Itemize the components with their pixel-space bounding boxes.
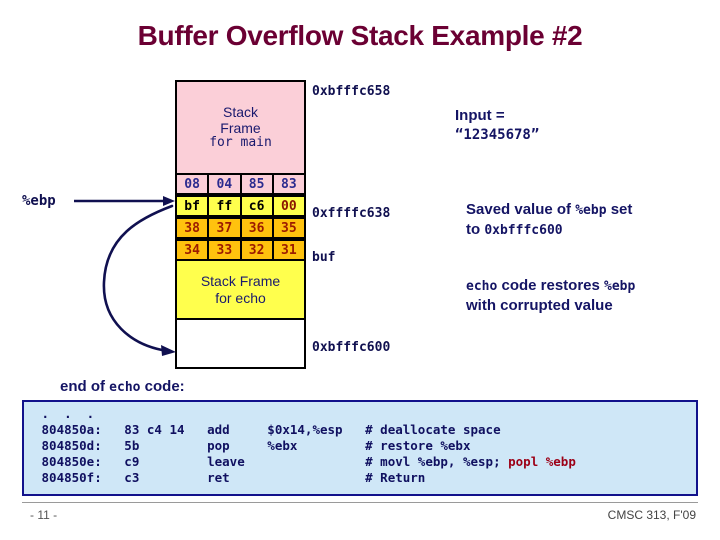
footer-divider <box>22 502 698 503</box>
byte-cell: ff <box>209 195 242 217</box>
code-caption-a: end of <box>60 378 110 395</box>
input-note-line2: “12345678” <box>455 126 540 143</box>
saved-ebp-note-addr: 0xbfffc600 <box>484 222 563 238</box>
saved-ebp-note-text-c: set <box>606 201 633 218</box>
assembly-code-block: . . . 804850a: 83 c4 14 add $0x14,%esp #… <box>22 400 698 496</box>
code-highlight: popl %ebp <box>508 454 576 469</box>
code-caption: end of echo code: <box>60 378 185 395</box>
frame-main-line3: for main <box>209 135 272 151</box>
byte-cell: 33 <box>209 239 242 261</box>
restore-ebp-note-func: echo <box>466 279 498 294</box>
restore-ebp-note-reg: %ebp <box>604 279 636 294</box>
saved-ebp-note-text-a: Saved value of <box>466 201 576 218</box>
byte-cell: bf <box>177 195 210 217</box>
address-mid-label: 0xffffc638 <box>312 206 391 221</box>
byte-cell: 37 <box>209 217 242 239</box>
byte-cell: 32 <box>241 239 274 261</box>
byte-cell: 85 <box>241 173 274 195</box>
page-title: Buffer Overflow Stack Example #2 <box>137 20 583 51</box>
stack-empty-region <box>177 320 304 367</box>
ebp-pointer-label: %ebp <box>22 193 56 209</box>
saved-ebp-note: Saved value of %ebp set to 0xbfffc600 <box>466 200 632 240</box>
address-bottom-label: 0xbfffc600 <box>312 340 391 355</box>
ebp-corrupted-curve-arrow <box>102 204 176 356</box>
buf-label: buf <box>312 250 336 265</box>
saved-ebp-note-reg: %ebp <box>575 203 607 218</box>
byte-cell: 04 <box>209 173 242 195</box>
byte-row-saved-ebp: bf ff c6 00 <box>177 195 304 217</box>
code-caption-func: echo <box>109 380 141 395</box>
byte-row-return-address: 08 04 85 83 <box>177 173 304 195</box>
saved-ebp-note-line1: Saved value of %ebp set <box>466 200 632 220</box>
course-label: CMSC 313, F'09 <box>607 508 696 522</box>
assembly-code-text: . . . 804850a: 83 c4 14 add $0x14,%esp #… <box>41 406 576 485</box>
byte-cell: 08 <box>177 173 210 195</box>
byte-cell: c6 <box>241 195 274 217</box>
byte-cell: 34 <box>177 239 210 261</box>
frame-main-line1: Stack <box>222 103 258 120</box>
saved-ebp-note-line2: to 0xbfffc600 <box>466 220 632 240</box>
byte-cell: 00 <box>273 195 304 217</box>
restore-ebp-note-line1: echo code restores %ebp <box>466 276 635 296</box>
frame-echo-line2: for echo <box>215 289 266 306</box>
restore-ebp-note: echo code restores %ebp with corrupted v… <box>466 276 635 315</box>
code-caption-c: code: <box>140 378 185 395</box>
restore-ebp-note-line2: with corrupted value <box>466 296 613 314</box>
input-note-line1: Input = <box>455 107 505 124</box>
byte-cell: 83 <box>273 173 304 195</box>
stack-frame-main: Stack Frame for main <box>177 82 304 173</box>
byte-cell: 35 <box>273 217 304 239</box>
byte-row-buf-high: 38 37 36 35 <box>177 217 304 239</box>
ebp-straight-arrow <box>74 196 175 206</box>
restore-ebp-note-text-b: code restores <box>497 277 605 294</box>
byte-row-buf-low: 34 33 32 31 <box>177 239 304 261</box>
stack-diagram: Stack Frame for main 08 04 85 83 bf ff c… <box>175 80 306 369</box>
saved-ebp-note-text-d: to <box>466 220 485 238</box>
byte-cell: 31 <box>273 239 304 261</box>
stack-frame-echo: Stack Frame for echo <box>177 261 304 320</box>
address-top-label: 0xbfffc658 <box>312 84 391 99</box>
frame-echo-line1: Stack Frame <box>200 272 281 289</box>
page-number: - 11 - <box>30 508 58 522</box>
frame-main-line2: Frame <box>220 120 261 137</box>
byte-cell: 36 <box>241 217 274 239</box>
byte-cell: 38 <box>177 217 210 239</box>
input-note: Input = “12345678” <box>455 106 539 144</box>
